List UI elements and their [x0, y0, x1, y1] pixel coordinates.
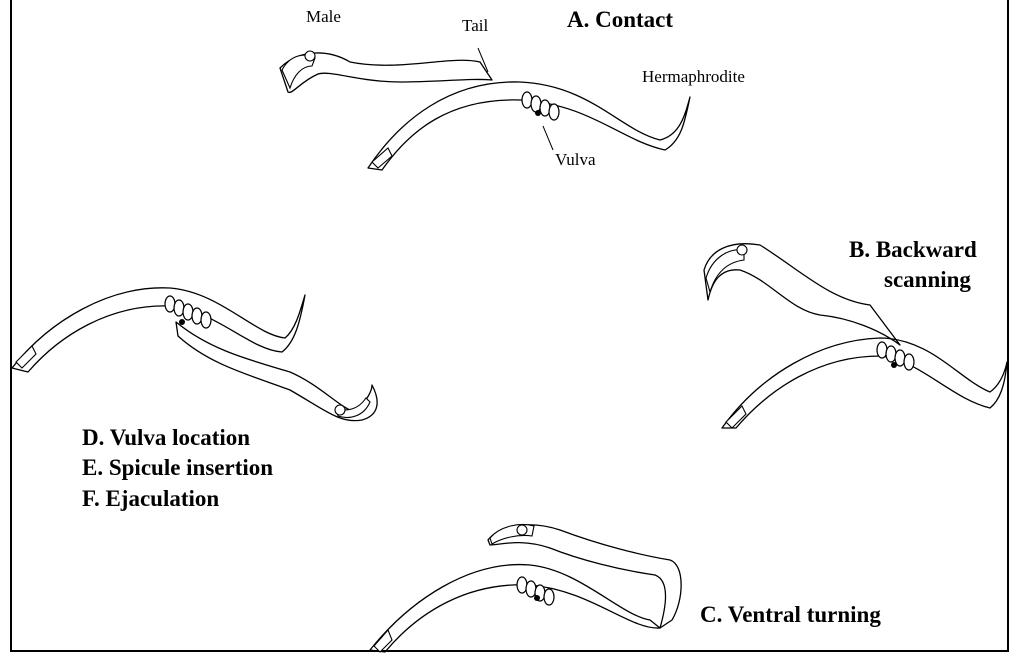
egg-row-c [517, 577, 554, 605]
step-d-title: D. Vulva location [82, 426, 250, 449]
male-worm-c [488, 525, 681, 628]
step-b-title-line1: B. Backward [849, 238, 977, 261]
hermaphrodite-worm-d [12, 288, 305, 372]
label-male: Male [306, 8, 341, 25]
step-b-title-line2: scanning [884, 268, 971, 291]
hermaphrodite-worm-b [722, 338, 1007, 428]
label-vulva: Vulva [555, 151, 596, 168]
panel-a-drawing [280, 48, 690, 170]
label-tail: Tail [462, 17, 488, 34]
hermaphrodite-worm-c [370, 565, 660, 652]
egg-row-d [165, 296, 211, 328]
step-f-title: F. Ejaculation [82, 487, 219, 510]
panel-c-drawing [370, 525, 681, 653]
egg-row-a [522, 92, 559, 120]
label-hermaphrodite: Hermaphrodite [642, 68, 745, 85]
step-a-title: A. Contact [567, 8, 673, 31]
step-c-title: C. Ventral turning [700, 603, 881, 626]
panel-def-drawing [12, 288, 377, 421]
step-e-title: E. Spicule insertion [82, 456, 273, 479]
